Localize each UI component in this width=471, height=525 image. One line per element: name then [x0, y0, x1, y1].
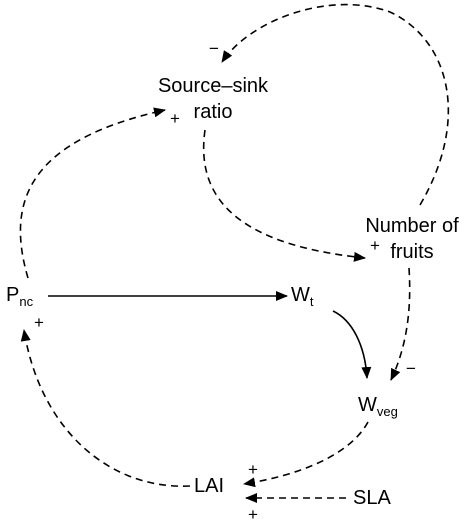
arrow-wt-to-wveg — [332, 310, 372, 379]
arrow-lai-to-pnc — [20, 329, 191, 487]
sign-ratio-to-fruits: + — [370, 236, 380, 255]
node-wt-base: W — [291, 284, 310, 306]
node-source-sink-line1: Source–sink — [157, 75, 269, 97]
node-sla: SLA — [353, 487, 391, 509]
sign-sla-to-lai: + — [248, 505, 258, 524]
sign-pnc-to-ratio: + — [170, 109, 180, 128]
arrow-ratio-to-fruits — [202, 129, 366, 262]
sign-fruits-to-wveg: − — [406, 359, 416, 378]
arrow-fruits-to-ratio — [221, 3, 450, 206]
node-pnc-sub: nc — [19, 294, 34, 309]
node-fruits-line1: Number of — [365, 215, 459, 237]
arrow-pnc-to-ratio — [19, 107, 166, 279]
sign-lai-to-pnc: + — [34, 313, 44, 332]
node-source-sink-ratio: Source–sink ratio — [140, 74, 286, 124]
node-lai: LAI — [194, 475, 225, 497]
node-wt-sub: t — [309, 294, 314, 309]
node-pnc-base: P — [6, 284, 20, 306]
arrow-fruits-to-wveg — [390, 267, 411, 381]
node-wveg-base: W — [358, 394, 377, 416]
sign-wveg-to-lai: + — [248, 460, 258, 479]
node-wt: Wt — [291, 283, 314, 309]
node-wveg-sub: veg — [376, 404, 398, 419]
node-pnc: Pnc — [6, 283, 34, 309]
node-fruits-line2: fruits — [390, 241, 434, 263]
node-wveg: Wveg — [358, 393, 398, 419]
node-source-sink-line2: ratio — [193, 101, 233, 123]
node-number-of-fruits: Number of fruits — [354, 214, 470, 264]
arrow-wveg-to-lai — [243, 421, 369, 488]
sign-fruits-to-ratio: − — [209, 39, 219, 58]
